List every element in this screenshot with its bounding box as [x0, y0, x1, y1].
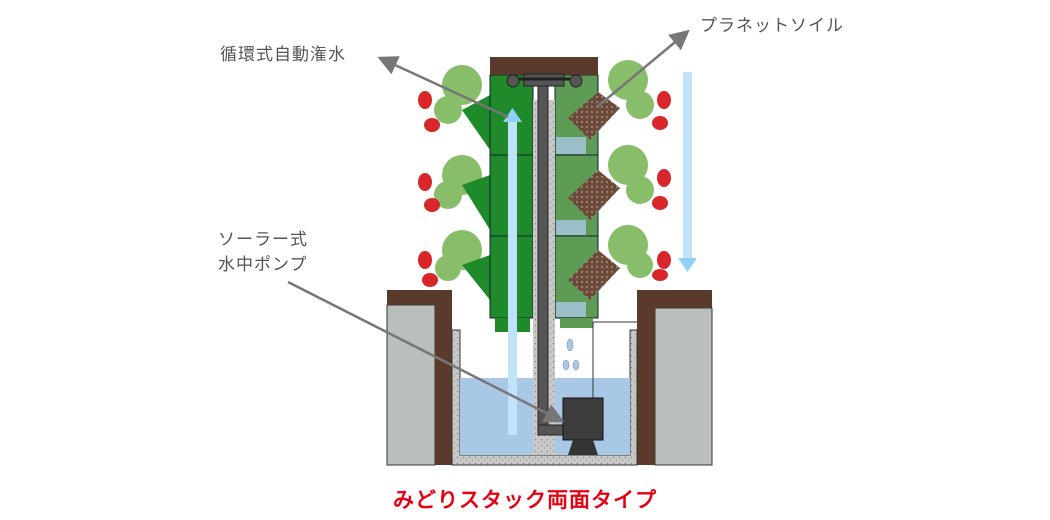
flow-arrow-down: [678, 72, 697, 272]
central-pipe: [506, 73, 583, 455]
leader-irrigation: [377, 56, 509, 119]
leader-soil: [596, 29, 690, 108]
leader-pump: [287, 280, 565, 423]
label-pump-line1: ソーラー式: [218, 230, 308, 250]
tower-right-column: [554, 74, 637, 400]
right-wall: [637, 290, 713, 466]
tower-left-column: [462, 74, 534, 332]
strawberry-plants-right: [608, 60, 671, 281]
submersible-pump: [562, 397, 604, 455]
left-wall: [386, 290, 452, 466]
flow-arrow-up: [503, 108, 522, 435]
diagram-caption: みどりスタック両面タイプ: [393, 488, 657, 512]
top-cap: [490, 57, 598, 75]
strawberry-plants-left: [418, 65, 482, 287]
label-planet-soil: プラネットソイル: [700, 16, 844, 36]
planet-soil: [568, 92, 620, 140]
label-irrigation: 循環式自動潅水: [220, 45, 346, 65]
label-pump-line2: 水中ポンプ: [218, 255, 308, 275]
water-drops: [562, 338, 580, 371]
